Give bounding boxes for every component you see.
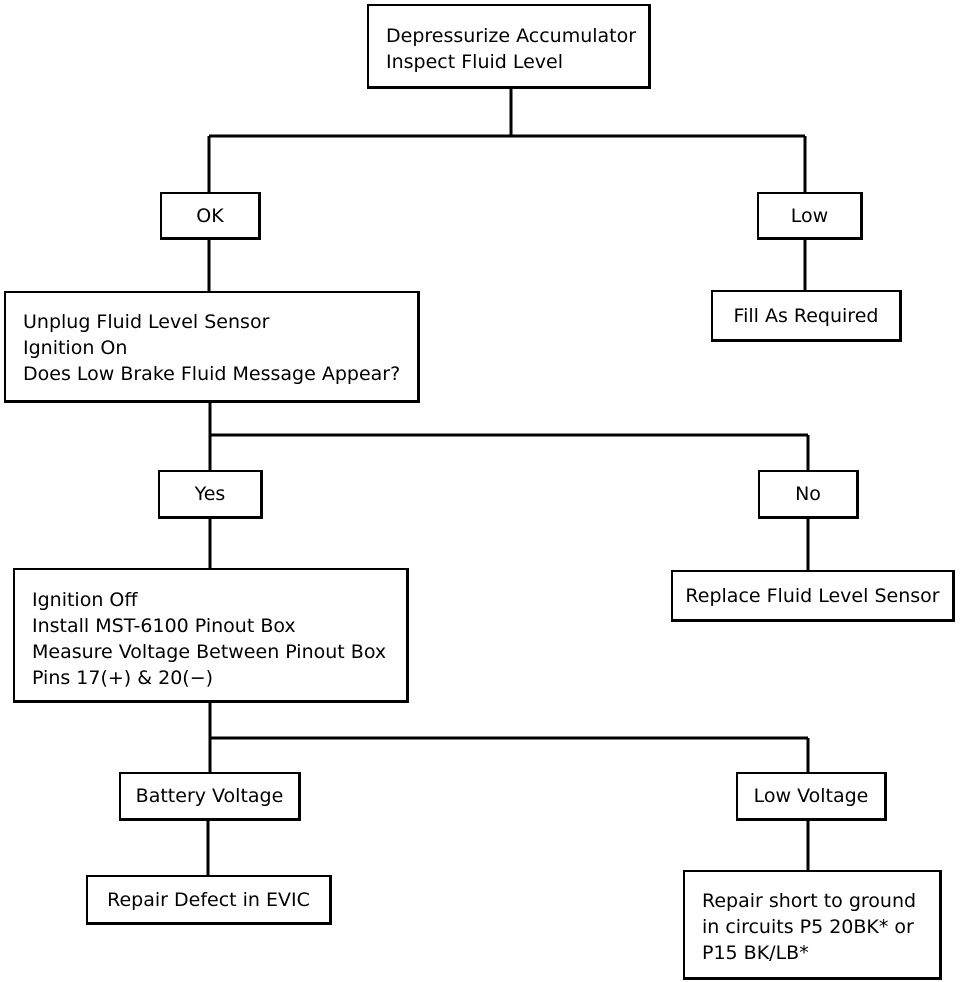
node-label: OK xyxy=(196,204,224,227)
node-yes: Yes xyxy=(158,470,263,519)
node-text-line: Repair short to ground xyxy=(702,890,917,912)
node-label: Battery Voltage xyxy=(135,785,284,807)
node-label: No xyxy=(795,483,821,505)
node-repair-defect-in-evic: Repair Defect in EVIC xyxy=(86,875,332,925)
node-unplug-fluid-level-sensor: Unplug Fluid Level Sensor Ignition On Do… xyxy=(4,291,420,403)
node-no: No xyxy=(758,470,859,519)
node-label: Low xyxy=(790,204,829,227)
node-text-line: Does Low Brake Fluid Message Appear? xyxy=(23,363,401,385)
node-label: Fill As Required xyxy=(733,304,879,327)
node-battery-voltage: Battery Voltage xyxy=(119,772,301,821)
node-text-line: Ignition Off xyxy=(32,589,138,611)
node-ok: OK xyxy=(160,192,261,240)
node-label: Yes xyxy=(194,483,226,505)
connector-ignition-split xyxy=(208,701,810,772)
node-label: Replace Fluid Level Sensor xyxy=(685,584,940,607)
node-replace-fluid-level-sensor: Replace Fluid Level Sensor xyxy=(671,570,955,622)
node-label: Low Voltage xyxy=(753,785,869,807)
node-text-line: Ignition On xyxy=(23,337,128,359)
connector-unplug-split xyxy=(208,401,810,470)
node-text-line: Install MST-6100 Pinout Box xyxy=(32,615,296,637)
node-text-line: Measure Voltage Between Pinout Box xyxy=(32,641,387,663)
node-text-line: P15 BK/LB* xyxy=(702,942,809,964)
node-label: Repair Defect in EVIC xyxy=(107,888,310,911)
node-depressurize-accumulator: Depressurize Accumulator Inspect Fluid L… xyxy=(367,4,651,89)
node-text-line: Inspect Fluid Level xyxy=(386,51,564,73)
node-text-line: Depressurize Accumulator xyxy=(386,25,637,47)
node-repair-short-to-ground: Repair short to ground in circuits P5 20… xyxy=(683,870,942,980)
node-text-line: Pins 17(+) & 20(−) xyxy=(32,667,214,689)
node-text-line: in circuits P5 20BK* or xyxy=(702,916,914,938)
node-fill-as-required: Fill As Required xyxy=(711,290,902,342)
node-ignition-off: Ignition Off Install MST-6100 Pinout Box… xyxy=(13,568,409,703)
connector-start-split xyxy=(207,87,807,192)
node-low: Low xyxy=(757,192,863,240)
node-low-voltage: Low Voltage xyxy=(736,772,887,821)
node-text-line: Unplug Fluid Level Sensor xyxy=(23,311,270,333)
